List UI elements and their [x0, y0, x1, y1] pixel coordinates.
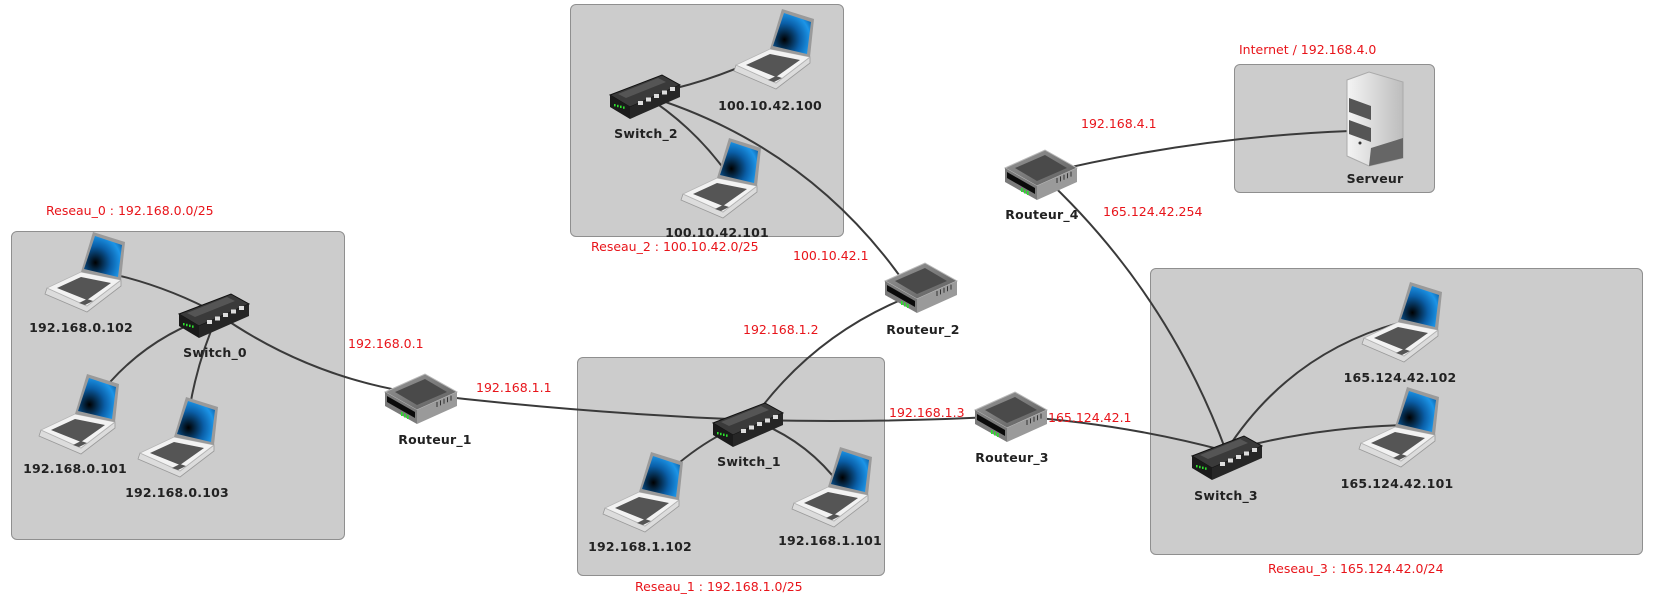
interface-label-r1-eth1: 192.168.1.1	[476, 380, 552, 395]
laptop-icon[interactable]	[38, 374, 119, 455]
laptop-icon[interactable]	[733, 9, 814, 90]
node-label-pc-2-101: 100.10.42.101	[665, 225, 769, 240]
node-label-routeur-4: Routeur_4	[1005, 207, 1079, 222]
router-icon[interactable]	[1003, 149, 1079, 200]
laptop-icon[interactable]	[680, 138, 761, 219]
node-label-routeur-2: Routeur_2	[886, 322, 960, 337]
laptop-icon[interactable]	[44, 232, 125, 313]
node-label-pc-3-102: 165.124.42.102	[1343, 370, 1457, 385]
node-label-pc-2-100: 100.10.42.100	[718, 98, 822, 113]
node-label-pc-1-102: 192.168.1.102	[588, 539, 692, 554]
interface-label-r3-eth0: 192.168.1.3	[889, 405, 965, 420]
laptop-icon[interactable]	[1358, 387, 1439, 468]
node-label-routeur-1: Routeur_1	[398, 432, 472, 447]
zone-label-reseau-1: Reseau_1 : 192.168.1.0/25	[635, 579, 803, 594]
interface-label-r2-eth1: 100.10.42.1	[793, 248, 869, 263]
link-routeur_1-switch_1	[420, 393, 753, 421]
node-label-pc-0-101: 192.168.0.101	[23, 461, 127, 476]
node-label-switch-0: Switch_0	[183, 345, 247, 360]
interface-label-r4-eth1: 192.168.4.1	[1081, 116, 1157, 131]
node-label-pc-0-103: 192.168.0.103	[125, 485, 229, 500]
router-icon[interactable]	[383, 373, 459, 424]
node-label-pc-3-101: 165.124.42.101	[1340, 476, 1454, 491]
zone-reseau-1	[577, 357, 885, 576]
interface-label-r2-eth0: 192.168.1.2	[743, 322, 819, 337]
node-label-pc-0-102: 192.168.0.102	[29, 320, 133, 335]
link-switch_3-pc_3_102	[1225, 319, 1411, 452]
switch-icon[interactable]	[608, 74, 682, 119]
switch-icon[interactable]	[1190, 435, 1264, 480]
laptop-icon[interactable]	[791, 447, 872, 528]
server-icon[interactable]	[1346, 71, 1404, 167]
link-switch_1-routeur_3	[751, 415, 1012, 422]
interface-label-r1-eth0: 192.168.0.1	[348, 336, 424, 351]
interface-label-r4-eth0: 165.124.42.254	[1103, 204, 1203, 219]
link-switch_0-routeur_1	[217, 313, 422, 395]
link-switch_3-routeur_4	[1040, 173, 1227, 452]
zone-reseau-3	[1150, 268, 1643, 555]
node-label-switch-3: Switch_3	[1194, 488, 1258, 503]
laptop-icon[interactable]	[1361, 282, 1442, 363]
laptop-icon[interactable]	[137, 397, 218, 478]
node-label-switch-2: Switch_2	[614, 126, 678, 141]
zone-label-reseau-0: Reseau_0 : 192.168.0.0/25	[46, 203, 214, 218]
router-icon[interactable]	[973, 391, 1049, 442]
interface-label-r3-eth1: 165.124.42.1	[1048, 410, 1132, 425]
zone-label-internet: Internet / 192.168.4.0	[1239, 42, 1377, 57]
link-routeur_2-switch_2	[643, 94, 914, 296]
node-label-routeur-3: Routeur_3	[975, 450, 1049, 465]
laptop-icon[interactable]	[602, 452, 683, 533]
zone-label-reseau-2: Reseau_2 : 100.10.42.0/25	[591, 239, 759, 254]
switch-icon[interactable]	[177, 293, 251, 338]
link-switch_1-routeur_2	[751, 294, 914, 421]
node-label-serveur: Serveur	[1346, 171, 1404, 186]
router-icon[interactable]	[883, 262, 959, 313]
switch-icon[interactable]	[711, 402, 785, 447]
zone-label-reseau-3: Reseau_3 : 165.124.42.0/24	[1268, 561, 1444, 576]
node-label-switch-1: Switch_1	[717, 454, 781, 469]
node-label-pc-1-101: 192.168.1.101	[778, 533, 882, 548]
link-routeur_4-serveur	[1040, 130, 1351, 175]
